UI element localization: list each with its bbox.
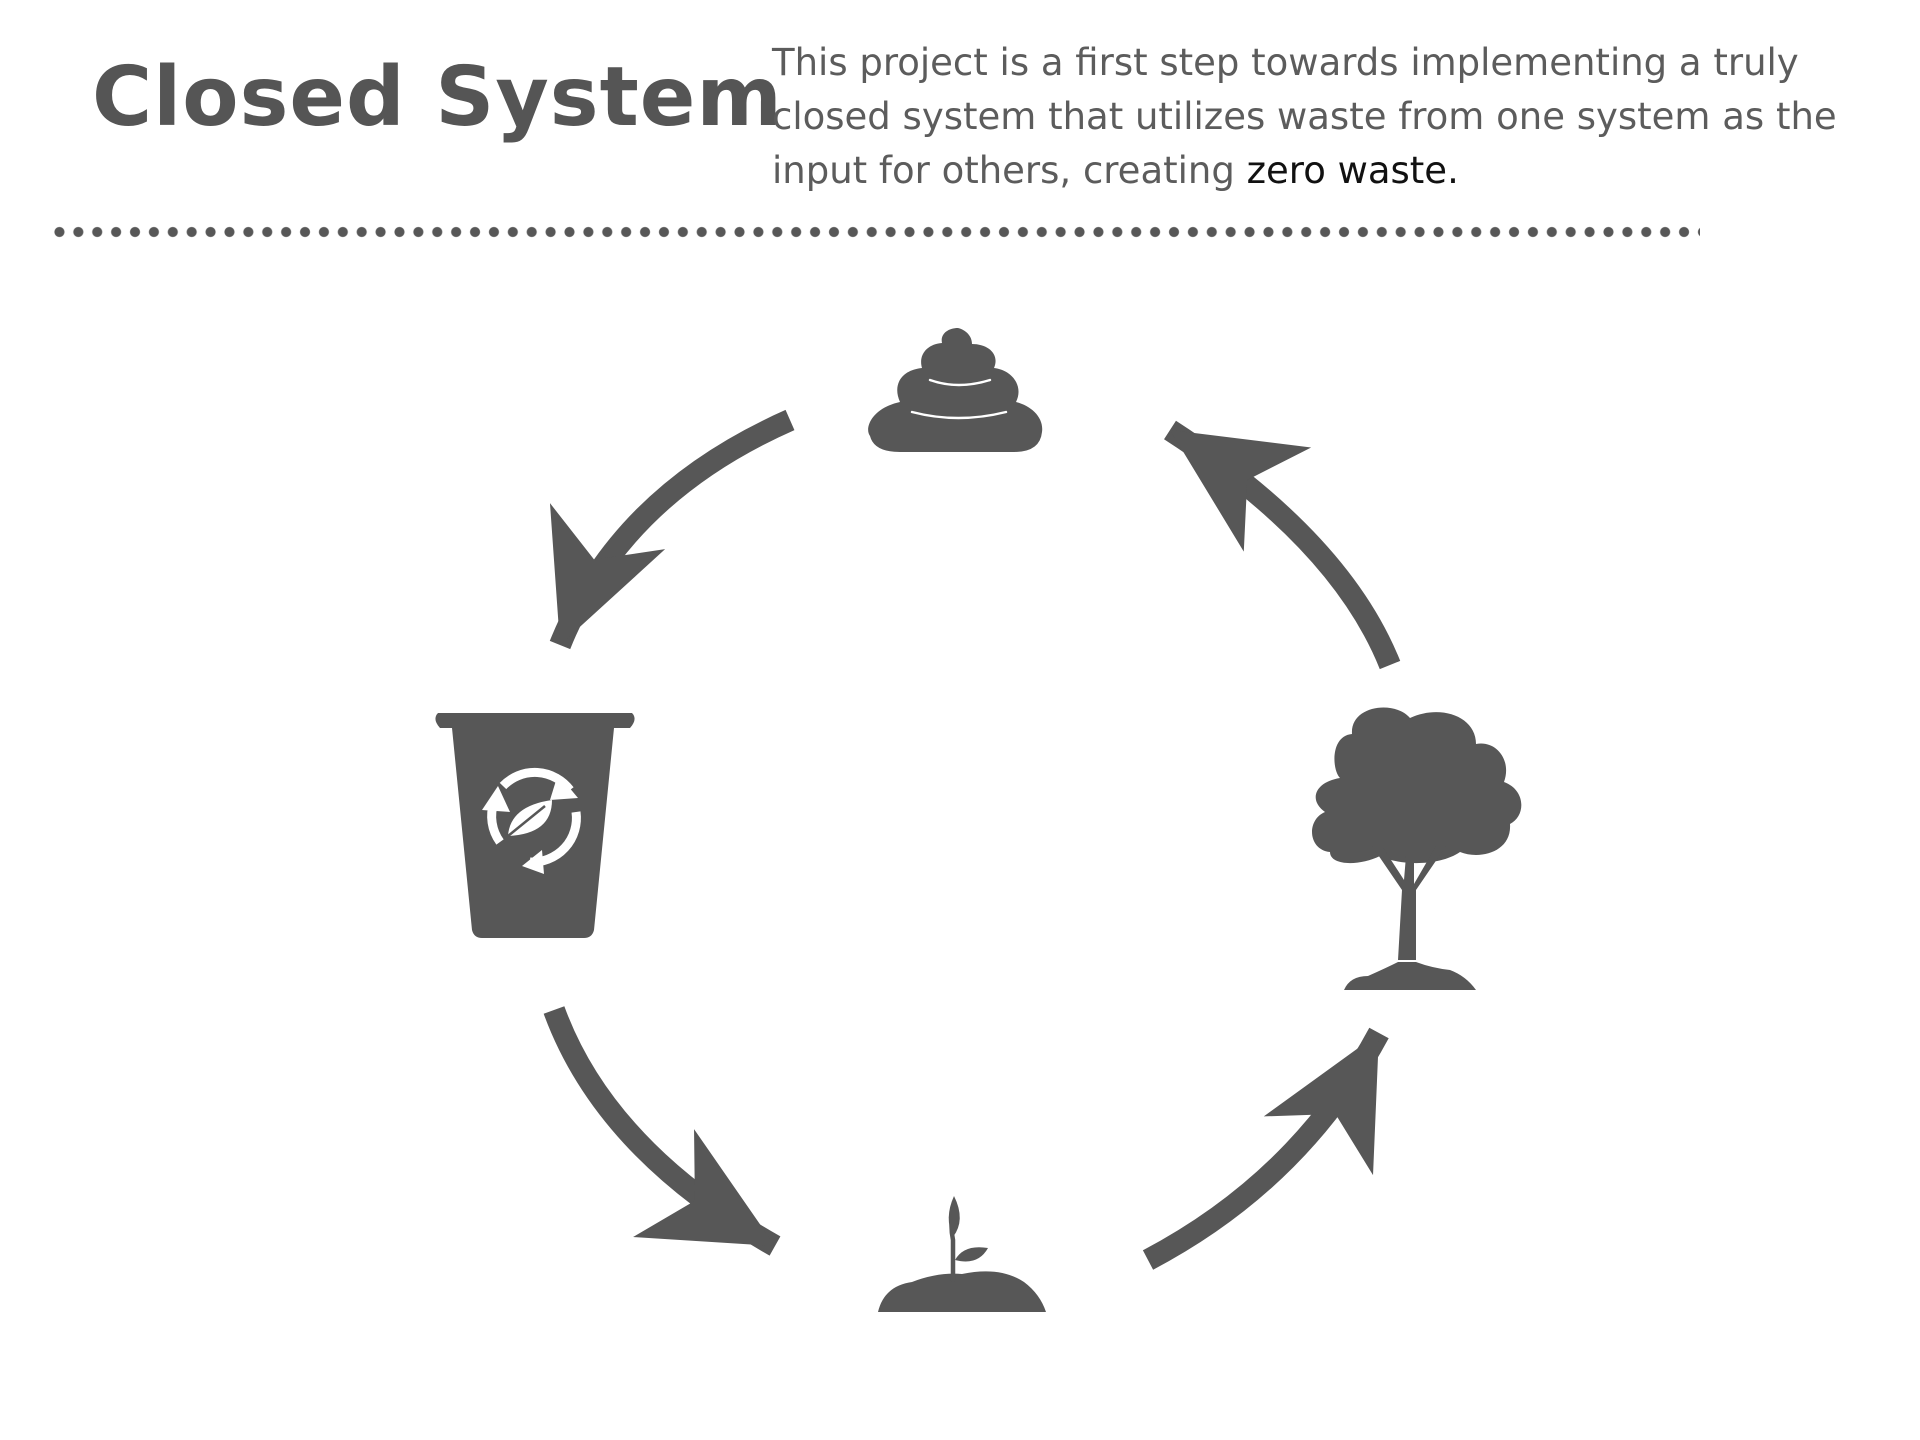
page-title: Closed System (92, 50, 783, 145)
cycle-arrow-waste-to-bin (549, 409, 795, 650)
sprout-icon (878, 1196, 1046, 1312)
tree-icon (1312, 707, 1522, 990)
dotted-divider (50, 226, 1700, 238)
description-highlight: zero waste. (1246, 149, 1459, 192)
recycle-leaf-icon (482, 767, 581, 874)
cycle-arrow-tree-to-waste (1164, 420, 1401, 670)
description-text: This project is a first step towards imp… (772, 41, 1837, 192)
cycle-arrow-sprout-to-tree (1142, 1027, 1389, 1270)
poop-icon (868, 328, 1043, 452)
compost-bin-icon (435, 713, 635, 938)
description: This project is a first step towards imp… (772, 36, 1872, 198)
cycle-arrow-bin-to-sprout (543, 1006, 781, 1256)
